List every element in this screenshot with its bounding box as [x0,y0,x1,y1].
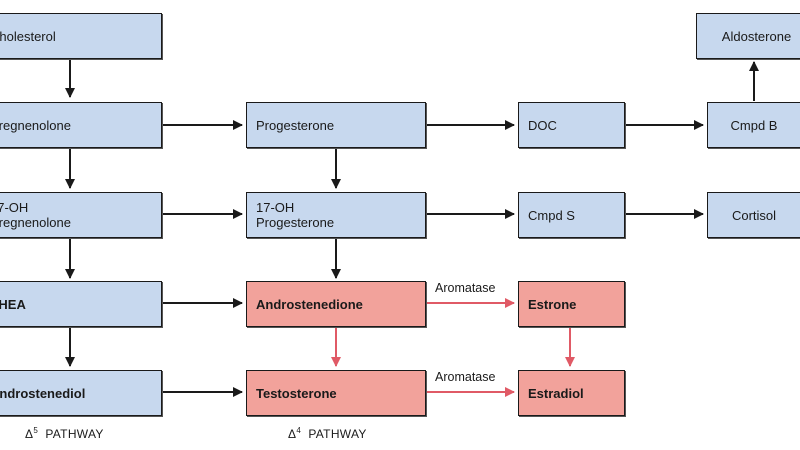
node-aldosterone-label: Aldosterone [721,28,792,44]
node-cmpd-s-label: Cmpd S [528,207,575,223]
aromatase-label-top: Aromatase [435,281,496,295]
node-testosterone: Testosterone [246,370,426,416]
delta5-superscript: 5 [33,426,39,435]
node-pregnenolone: Pregnenolone [0,102,162,148]
node-androstenedione-label: Androstenedione [256,296,363,312]
node-17oh-pregnenolone-label: 17-OH Pregnenolone [0,200,71,230]
node-estradiol-label: Estradiol [528,385,584,401]
node-cmpd-b-label: Cmpd B [730,117,778,133]
node-cholesterol-label: Cholesterol [0,28,56,44]
node-cholesterol: Cholesterol [0,13,162,59]
aromatase-label-bottom: Aromatase [435,370,496,384]
node-cortisol: Cortisol [707,192,800,238]
delta4-pathway-label: Δ4 PATHWAY [288,426,367,441]
node-dhea: DHEA [0,281,162,327]
node-progesterone-label: Progesterone [256,117,335,133]
node-17oh-progesterone: 17-OH Progesterone [246,192,426,238]
delta5-pathway-label: Δ5 PATHWAY [25,426,104,441]
node-cmpd-b: Cmpd B [707,102,800,148]
node-estradiol: Estradiol [518,370,625,416]
node-cmpd-s: Cmpd S [518,192,625,238]
node-estrone-label: Estrone [528,296,577,312]
node-estrone: Estrone [518,281,625,327]
node-pregnenolone-label: Pregnenolone [0,117,71,133]
node-androstenedione: Androstenedione [246,281,426,327]
delta4-symbol: Δ [288,427,297,441]
node-17oh-pregnenolone: 17-OH Pregnenolone [0,192,162,238]
delta4-text: PATHWAY [308,427,367,441]
node-progesterone: Progesterone [246,102,426,148]
delta5-text: PATHWAY [45,427,104,441]
node-doc: DOC [518,102,625,148]
node-testosterone-label: Testosterone [256,385,337,401]
delta4-superscript: 4 [296,426,302,435]
node-dhea-label: DHEA [0,296,26,312]
node-doc-label: DOC [528,117,557,133]
node-cortisol-label: Cortisol [731,207,777,223]
node-17oh-progesterone-label: 17-OH Progesterone [256,200,335,230]
node-aldosterone: Aldosterone [696,13,800,59]
delta5-symbol: Δ [25,427,34,441]
